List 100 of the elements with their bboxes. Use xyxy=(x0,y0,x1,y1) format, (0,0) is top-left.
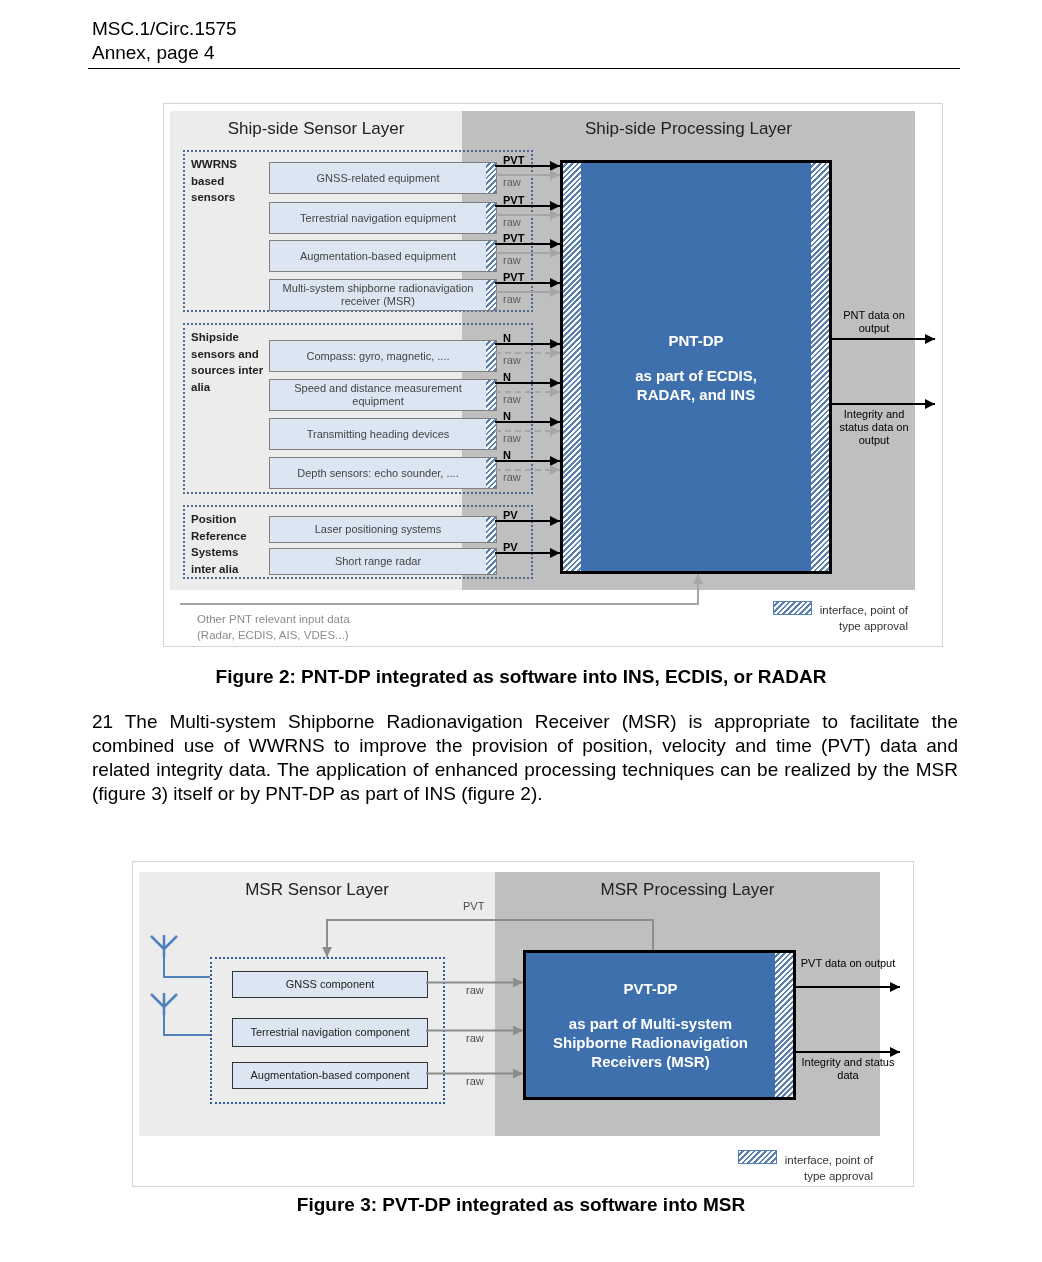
arrow xyxy=(494,456,561,466)
equipment-box xyxy=(269,202,497,234)
processor-title: PVT-DP xyxy=(623,979,678,998)
box-label: Laser positioning systems xyxy=(314,523,442,536)
connector-line xyxy=(163,1014,211,1036)
input-note: Other PNT relevant input data (Radar, ECDIS, AIS, VDES...) xyxy=(180,604,380,644)
sensor-group xyxy=(183,150,533,312)
arrow xyxy=(494,516,561,526)
edge-label: PV xyxy=(503,541,518,554)
arrow xyxy=(494,170,561,180)
edge-label: raw xyxy=(466,1074,484,1088)
equipment-box xyxy=(269,516,497,543)
edge-label: raw xyxy=(466,1031,484,1045)
box-label: Depth sensors: echo sounder, .... xyxy=(297,466,459,480)
equipment-box xyxy=(269,340,497,372)
edge-label: PVT xyxy=(503,154,525,167)
arrow xyxy=(494,287,561,297)
edge-label: raw xyxy=(466,983,484,997)
figure-caption: Figure 3: PVT-DP integrated as software into MSR xyxy=(296,1194,746,1216)
component-group xyxy=(210,957,445,1104)
arrow xyxy=(179,573,703,605)
edge-label: PVT xyxy=(503,194,525,207)
arrow xyxy=(494,548,561,558)
equipment-box xyxy=(269,240,497,272)
processor-description: as part of Multi-system Shipborne Radionavigation Receivers (MSR) xyxy=(552,1014,749,1071)
edge-label: N xyxy=(503,449,511,462)
sensor-group xyxy=(183,505,533,579)
box-label: Augmentation-based component xyxy=(250,1069,410,1082)
document-reference: MSC.1/Circ.1575 xyxy=(92,18,237,40)
edge-label: N xyxy=(503,410,511,423)
antenna-icon xyxy=(150,993,178,1015)
arrow xyxy=(494,239,561,249)
group-label: Shipside sensors and sources inter alia xyxy=(191,330,265,395)
edge-label: PVT xyxy=(503,271,525,284)
edge-label: raw xyxy=(503,216,521,229)
legend-label: interface, point of type approval xyxy=(783,1153,873,1184)
arrow xyxy=(831,334,936,344)
arrow xyxy=(425,1025,524,1036)
group-label: Position Reference Systems inter alia xyxy=(191,512,248,577)
legend-label: interface, point of type approval xyxy=(818,603,908,634)
page-reference: Annex, page 4 xyxy=(92,42,215,64)
arrow xyxy=(494,465,561,475)
processor-title: PNT-DP xyxy=(668,330,724,350)
layer-title: Ship-side Processing Layer xyxy=(585,119,792,139)
processor-box xyxy=(560,160,832,574)
figure-caption: Figure 2: PNT-DP integrated as software into INS, ECDIS, or RADAR xyxy=(215,666,827,688)
box-label: Augmentation-based equipment xyxy=(300,249,456,263)
arrow xyxy=(425,977,524,988)
equipment-box xyxy=(269,418,497,450)
box-label: Compass: gyro, magnetic, .... xyxy=(306,349,450,363)
layer-title: Ship-side Sensor Layer xyxy=(227,119,405,139)
box-label: Transmitting heading devices xyxy=(306,427,450,441)
edge-label: raw xyxy=(503,176,521,189)
layer-title: MSR Sensor Layer xyxy=(245,880,389,900)
arrow xyxy=(494,210,561,220)
edge-label: PVT xyxy=(463,900,485,913)
edge-label: N xyxy=(503,371,511,384)
arrow xyxy=(494,278,561,288)
body-paragraph: 21 The Multi-system Shipborne Radionavigation Receiver (MSR) is appropriate to facilitate the combined use of WWRNS to improve the provision of position, velocity and time (PVT) data and related integrity data. The application of enhanced processing techniques can be realized by the MSR (figure 3) itself or by PNT-DP as part of INS (figure 2). xyxy=(92,710,958,806)
edge-label: raw xyxy=(503,293,521,306)
edge-label: PV xyxy=(503,509,518,522)
edge-label: PVT data on output xyxy=(800,957,896,970)
equipment-box xyxy=(232,1062,428,1089)
equipment-box xyxy=(269,379,497,411)
box-label: Terrestrial navigation equipment xyxy=(300,211,456,225)
box-label: Multi-system shipborne radionavigation receiver (MSR) xyxy=(281,282,475,308)
edge-label: PVT xyxy=(503,232,525,245)
equipment-box xyxy=(232,1018,428,1047)
arrow xyxy=(494,387,561,397)
processor-box xyxy=(523,950,796,1100)
arrow xyxy=(494,248,561,258)
equipment-box xyxy=(269,279,497,311)
arrow xyxy=(322,919,654,958)
edge-label: N xyxy=(503,332,511,345)
arrow xyxy=(494,201,561,211)
arrow xyxy=(494,161,561,171)
arrow xyxy=(795,1047,901,1057)
sensor-group xyxy=(183,323,533,494)
arrow xyxy=(494,417,561,427)
arrow xyxy=(494,426,561,436)
edge-label: raw xyxy=(503,354,521,367)
processor-description: as part of ECDIS, RADAR, and INS xyxy=(634,365,758,404)
arrow xyxy=(831,399,936,409)
box-label: Short range radar xyxy=(334,555,422,568)
arrow xyxy=(494,378,561,388)
antenna-icon xyxy=(150,935,178,957)
box-label: GNSS component xyxy=(285,978,375,991)
arrow xyxy=(425,1068,524,1079)
edge-label: Integrity and status data xyxy=(800,1056,896,1082)
box-label: Speed and distance measurement equipment xyxy=(293,382,463,408)
arrow xyxy=(494,339,561,349)
equipment-box xyxy=(269,457,497,489)
group-label: WWRNS based sensors xyxy=(191,157,238,205)
arrow xyxy=(795,982,901,992)
layer-band xyxy=(139,872,495,1136)
edge-label: raw xyxy=(503,254,521,267)
connector-line xyxy=(163,956,211,978)
arrow xyxy=(494,348,561,358)
layer-title: MSR Processing Layer xyxy=(600,880,775,900)
edge-label: raw xyxy=(503,471,521,484)
